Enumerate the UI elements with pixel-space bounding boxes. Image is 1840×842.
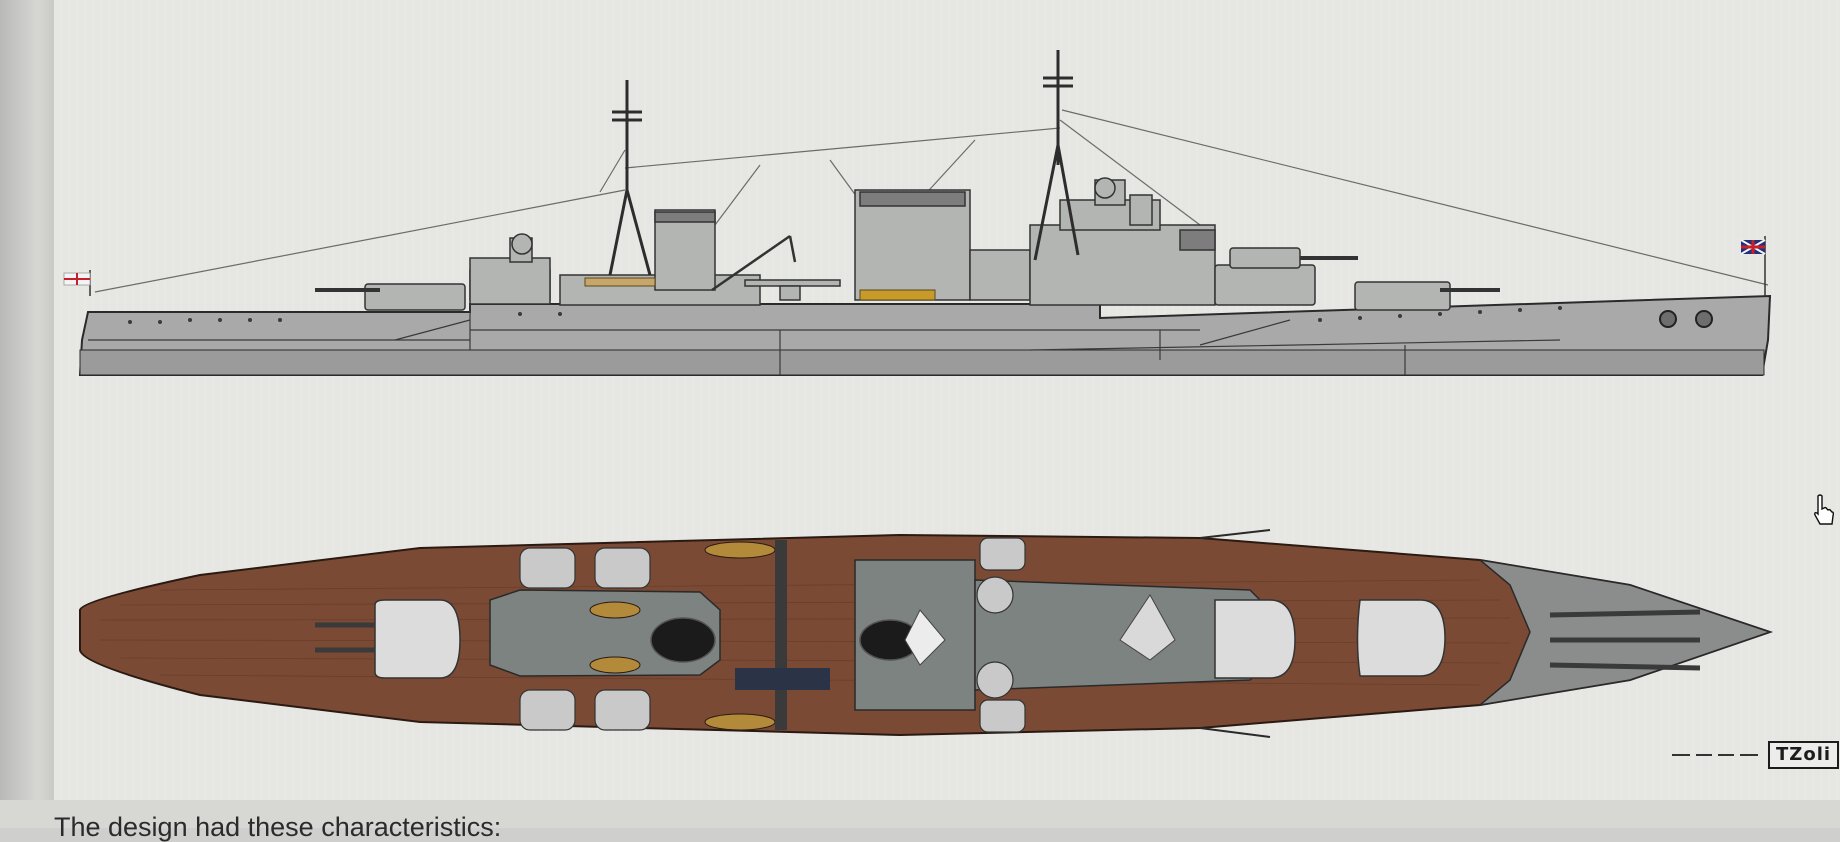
- aft-mast: [608, 80, 652, 276]
- plan-boats: [589, 541, 776, 731]
- seaplane-profile: [744, 279, 841, 301]
- hawse-pipe: [1659, 310, 1677, 328]
- white-ensign-flag: [63, 270, 91, 296]
- crane: [711, 234, 797, 292]
- page-background-bottom: [0, 800, 1840, 828]
- plan-seaplane: [735, 540, 830, 730]
- plan-view: [79, 529, 1774, 738]
- plan-booms: [1199, 529, 1271, 738]
- forward-mast: [1033, 50, 1080, 261]
- forward-superstructure: [1029, 177, 1216, 306]
- aft-superstructure: [469, 189, 1031, 306]
- profile-waterline: [79, 349, 1765, 376]
- rigging-lines: [94, 109, 1769, 293]
- profile-view: [63, 50, 1772, 376]
- plan-barrels: [315, 609, 1701, 671]
- plan-secondary-turrets: [519, 537, 1026, 733]
- screen-left-edge: [0, 0, 54, 828]
- plan-main-turrets: [374, 599, 1446, 679]
- article-caption-text: The design had these characteristics:: [54, 812, 502, 842]
- hand-pointer-cursor-icon: [1814, 494, 1834, 525]
- hawse-pipe: [1695, 310, 1713, 328]
- artist-signature-mark: [1672, 754, 1758, 756]
- hull-seams: [88, 304, 1561, 375]
- artist-watermark: TZoli: [1768, 741, 1840, 769]
- plan-forecastle: [1477, 558, 1773, 707]
- profile-portholes: [128, 306, 1562, 324]
- union-jack-flag: [1740, 236, 1766, 296]
- plan-funnels: [650, 594, 1176, 666]
- forward-turrets-profile: [1214, 247, 1500, 311]
- ship-drawing: [63, 50, 1774, 738]
